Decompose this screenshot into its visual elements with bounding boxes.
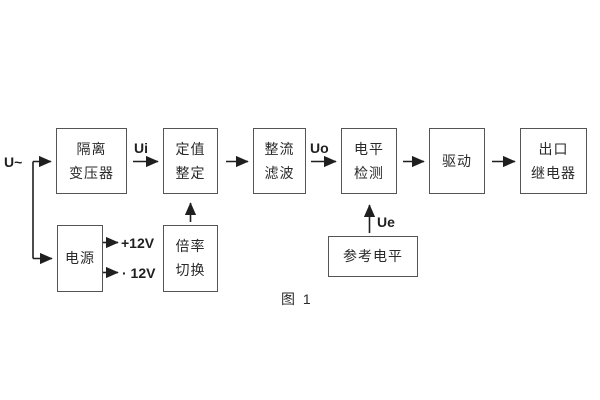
block-label: 滤波 <box>264 164 295 181</box>
block-drive: 驱动 <box>429 128 485 194</box>
block-label: 检测 <box>354 164 384 181</box>
signal-label-ue: Ue <box>377 214 395 230</box>
block-label: 切换 <box>175 262 206 278</box>
block-label: 整流 <box>264 140 295 157</box>
block-label: 变压器 <box>69 164 114 181</box>
block-label: 倍率 <box>175 238 206 254</box>
signal-label-minus12v: · 12V <box>122 265 156 281</box>
block-level-detect: 电平 检测 <box>341 128 397 194</box>
block-label: 定值 <box>175 140 206 157</box>
block-label: 电平 <box>354 140 384 157</box>
block-rectifier-filter: 整流 滤波 <box>253 128 306 194</box>
block-reference-level: 参考电平 <box>328 236 418 277</box>
signal-label-uo: Uo <box>310 140 329 156</box>
block-label: 出口 <box>538 140 569 157</box>
block-label: 隔离 <box>76 140 107 157</box>
figure-caption: 图 1 <box>281 291 313 307</box>
block-label: 驱动 <box>442 152 472 169</box>
signal-label-u-input: U~ <box>4 154 23 170</box>
signal-label-plus12v: +12V <box>121 235 155 251</box>
signal-label-ui: Ui <box>134 140 148 156</box>
block-ratio-switch: 倍率 切换 <box>163 225 218 292</box>
block-label: 电源 <box>65 250 95 266</box>
block-label: 继电器 <box>531 164 576 181</box>
block-power-supply: 电源 <box>57 225 103 292</box>
block-label: 参考电平 <box>343 248 403 264</box>
block-setting-adjust: 定值 整定 <box>163 128 218 194</box>
block-label: 整定 <box>175 164 206 181</box>
block-isolation-transformer: 隔离 变压器 <box>56 128 127 194</box>
block-output-relay: 出口 继电器 <box>520 128 587 194</box>
